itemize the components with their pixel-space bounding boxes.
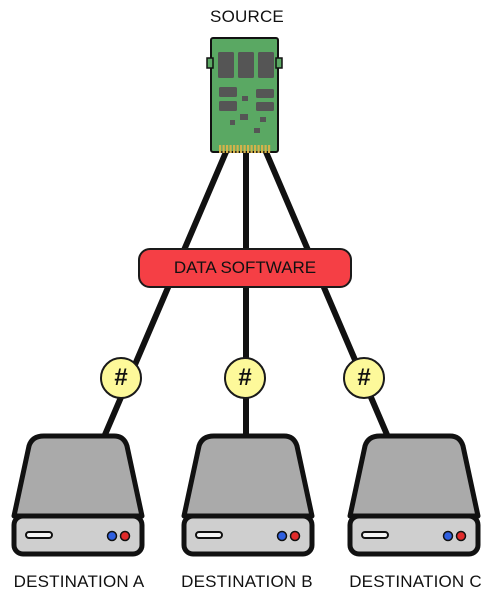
gold-pin <box>240 145 243 153</box>
source-label: SOURCE <box>210 7 284 26</box>
drive-top-shell <box>181 433 315 519</box>
hash-badge-b: # <box>224 357 266 399</box>
destination-c-label: DESTINATION C <box>349 572 482 591</box>
gold-pin <box>226 145 229 153</box>
data-software-label: DATA SOFTWARE <box>173 258 317 277</box>
gold-pin <box>254 145 257 153</box>
pcb-notch-right <box>275 57 283 69</box>
gold-pin <box>257 145 260 153</box>
gold-pin <box>268 145 271 153</box>
gold-pin <box>236 145 239 153</box>
drive-led-red <box>455 530 467 542</box>
gold-pin <box>222 145 225 153</box>
drive-slot <box>25 531 53 539</box>
memory-chip-3 <box>258 52 274 78</box>
gold-pin <box>261 145 264 153</box>
memory-chip-2 <box>238 52 254 78</box>
small-component-2 <box>240 114 248 120</box>
drive-top-shell <box>347 433 481 519</box>
small-component-3 <box>260 117 266 122</box>
gold-pin <box>250 145 253 153</box>
ssd-circuit-board-icon <box>206 37 283 153</box>
small-component-5 <box>254 128 260 133</box>
data-software-box: DATA SOFTWARE <box>138 248 352 288</box>
drive-slot <box>195 531 223 539</box>
destination-b-label: DESTINATION B <box>181 572 313 591</box>
drive-front-panel <box>181 513 315 557</box>
controller-chip-4 <box>256 102 274 111</box>
drive-led-blue <box>442 530 454 542</box>
controller-chip-3 <box>256 89 274 98</box>
drive-front-panel <box>347 513 481 557</box>
hard-drive-icon <box>11 433 145 557</box>
small-component-4 <box>230 120 235 125</box>
gold-pin <box>219 145 222 153</box>
drive-led-red <box>289 530 301 542</box>
hard-drive-icon <box>181 433 315 557</box>
drive-led-blue <box>276 530 288 542</box>
gold-pin <box>264 145 267 153</box>
controller-chip-2 <box>219 101 237 111</box>
gold-pin <box>243 145 246 153</box>
gold-pins <box>219 145 271 153</box>
drive-led-blue <box>106 530 118 542</box>
hard-drive-icon <box>347 433 481 557</box>
drive-slot <box>361 531 389 539</box>
gold-pin <box>233 145 236 153</box>
small-component-1 <box>242 96 248 101</box>
drive-top-shell <box>11 433 145 519</box>
drive-front-panel <box>11 513 145 557</box>
destination-a-label: DESTINATION A <box>13 572 145 591</box>
gold-pin <box>247 145 250 153</box>
hash-badge-c: # <box>343 357 385 399</box>
pcb-notch-left <box>206 57 214 69</box>
controller-chip-1 <box>219 87 237 97</box>
drive-led-red <box>119 530 131 542</box>
gold-pin <box>229 145 232 153</box>
hash-badge-a: # <box>100 357 142 399</box>
memory-chip-1 <box>218 52 234 78</box>
